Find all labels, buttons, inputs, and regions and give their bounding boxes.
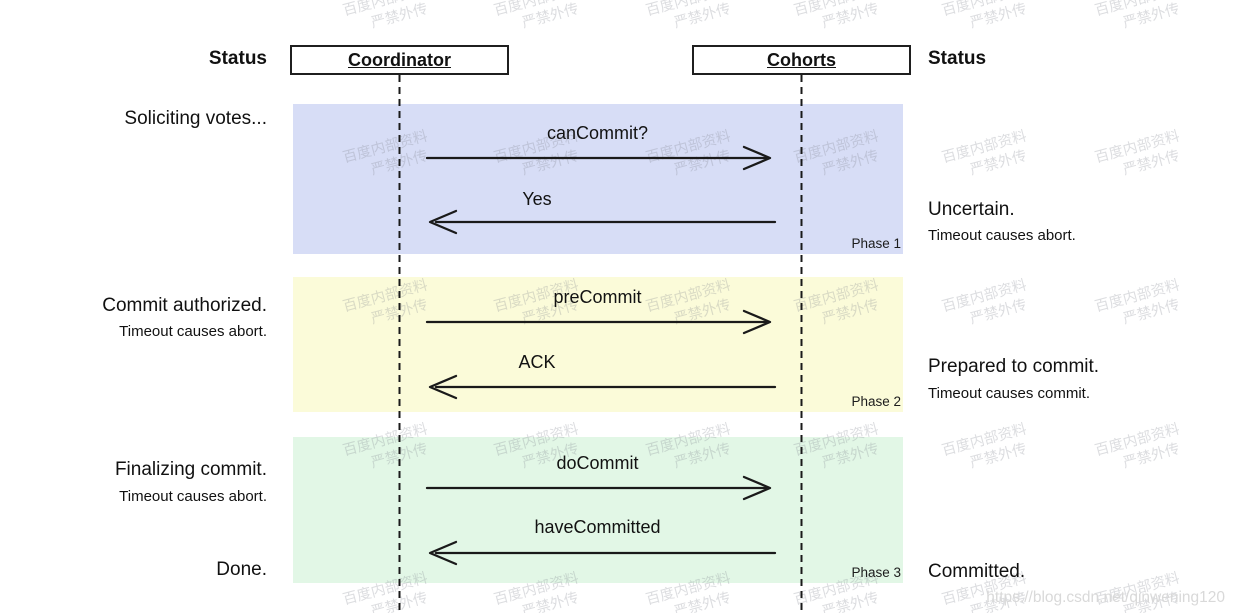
cohort-status-prepared: Prepared to commit.: [928, 356, 1100, 377]
status-column-header-right: Status: [928, 48, 987, 69]
cohort-status-prepared-note: Timeout causes commit.: [928, 385, 1090, 402]
arrow-ack: [428, 374, 777, 400]
status-column-header-left: Status: [208, 48, 267, 69]
message-label-precommit: preCommit: [553, 287, 642, 307]
coordinator-status-soliciting: Soliciting votes...: [124, 108, 267, 129]
phase2-label: Phase 2: [851, 394, 901, 409]
cohorts-actor-box: Cohorts: [692, 45, 911, 75]
arrow-cancommit: [425, 145, 772, 171]
coordinator-status-done: Done.: [216, 559, 267, 580]
cohort-status-uncertain: Uncertain.: [928, 199, 1015, 220]
message-label-cancommit: canCommit?: [546, 123, 649, 143]
phase1-label: Phase 1: [851, 236, 901, 251]
message-label-havecommitted: haveCommitted: [534, 517, 661, 537]
arrow-yes: [428, 209, 777, 235]
message-label-docommit: doCommit: [556, 453, 639, 473]
coordinator-actor-box: Coordinator: [290, 45, 509, 75]
arrow-precommit: [425, 309, 772, 335]
message-label-ack: ACK: [518, 352, 556, 372]
arrow-havecommitted: [428, 540, 777, 566]
csdn-url-watermark: https://blog.csdn.net/qinwening120: [986, 589, 1225, 606]
phase3-label: Phase 3: [851, 565, 901, 580]
message-label-yes: Yes: [522, 189, 552, 209]
cohort-status-committed: Committed.: [928, 561, 1026, 582]
coordinator-status-finalizing-note: Timeout causes abort.: [119, 488, 267, 505]
cohort-status-uncertain-note: Timeout causes abort.: [928, 227, 1076, 244]
coordinator-status-authorized: Commit authorized.: [102, 295, 267, 316]
arrow-docommit: [425, 475, 772, 501]
coordinator-status-finalizing: Finalizing commit.: [114, 459, 267, 480]
coordinator-status-authorized-note: Timeout causes abort.: [119, 323, 267, 340]
